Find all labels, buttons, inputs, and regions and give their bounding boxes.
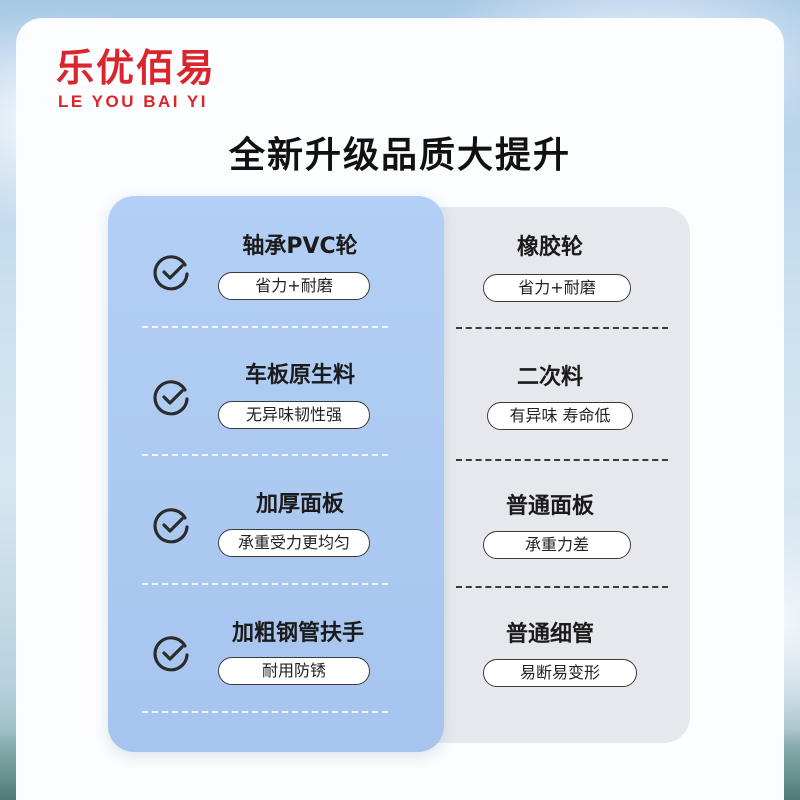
others-row-title: 普通面板: [505, 494, 594, 519]
divider: [456, 586, 668, 588]
ours-row-tag: 耐用防锈: [218, 657, 370, 685]
divider: [142, 326, 388, 328]
others-row-title: 橡胶轮: [516, 235, 583, 260]
divider: [456, 327, 668, 329]
page-headline: 全新升级品质大提升: [228, 134, 571, 176]
ours-row-title: 轴承PVC轮: [242, 234, 358, 259]
divider: [142, 454, 388, 456]
ours-row-title: 加厚面板: [255, 492, 344, 517]
brand-name-cn: 乐优佰易: [56, 46, 217, 90]
others-panel: 橡胶轮 省力+耐磨 二次料 有异味 寿命低 普通面板 承重力差 普通细管 易断易…: [410, 207, 690, 743]
check-circle-icon: [153, 508, 189, 544]
others-row-tag: 有异味 寿命低: [487, 402, 633, 430]
divider: [142, 711, 388, 713]
ours-row-tag: 省力+耐磨: [218, 272, 370, 300]
check-circle-icon: [153, 255, 189, 291]
ours-row-title: 车板原生料: [244, 363, 355, 388]
divider: [456, 459, 668, 461]
check-circle-icon: [153, 636, 189, 672]
brand-name-en: LE YOU BAI YI: [58, 92, 208, 111]
ours-row-title: 加粗钢管扶手: [231, 621, 364, 646]
others-row-title: 二次料: [516, 365, 583, 390]
ours-row-tag: 承重受力更均匀: [218, 529, 370, 557]
others-row-tag: 省力+耐磨: [483, 274, 631, 302]
others-row-title: 普通细管: [505, 622, 594, 647]
others-row-tag: 承重力差: [483, 531, 631, 559]
ours-panel: 轴承PVC轮 省力+耐磨 车板原生料 无异味韧性强 加厚面板 承重受力更均匀 加…: [108, 196, 444, 752]
brand-logo: 乐优佰易 LE YOU BAI YI: [56, 46, 246, 116]
check-circle-icon: [153, 380, 189, 416]
divider: [142, 583, 388, 585]
ours-row-tag: 无异味韧性强: [218, 401, 370, 429]
others-row-tag: 易断易变形: [483, 659, 637, 687]
